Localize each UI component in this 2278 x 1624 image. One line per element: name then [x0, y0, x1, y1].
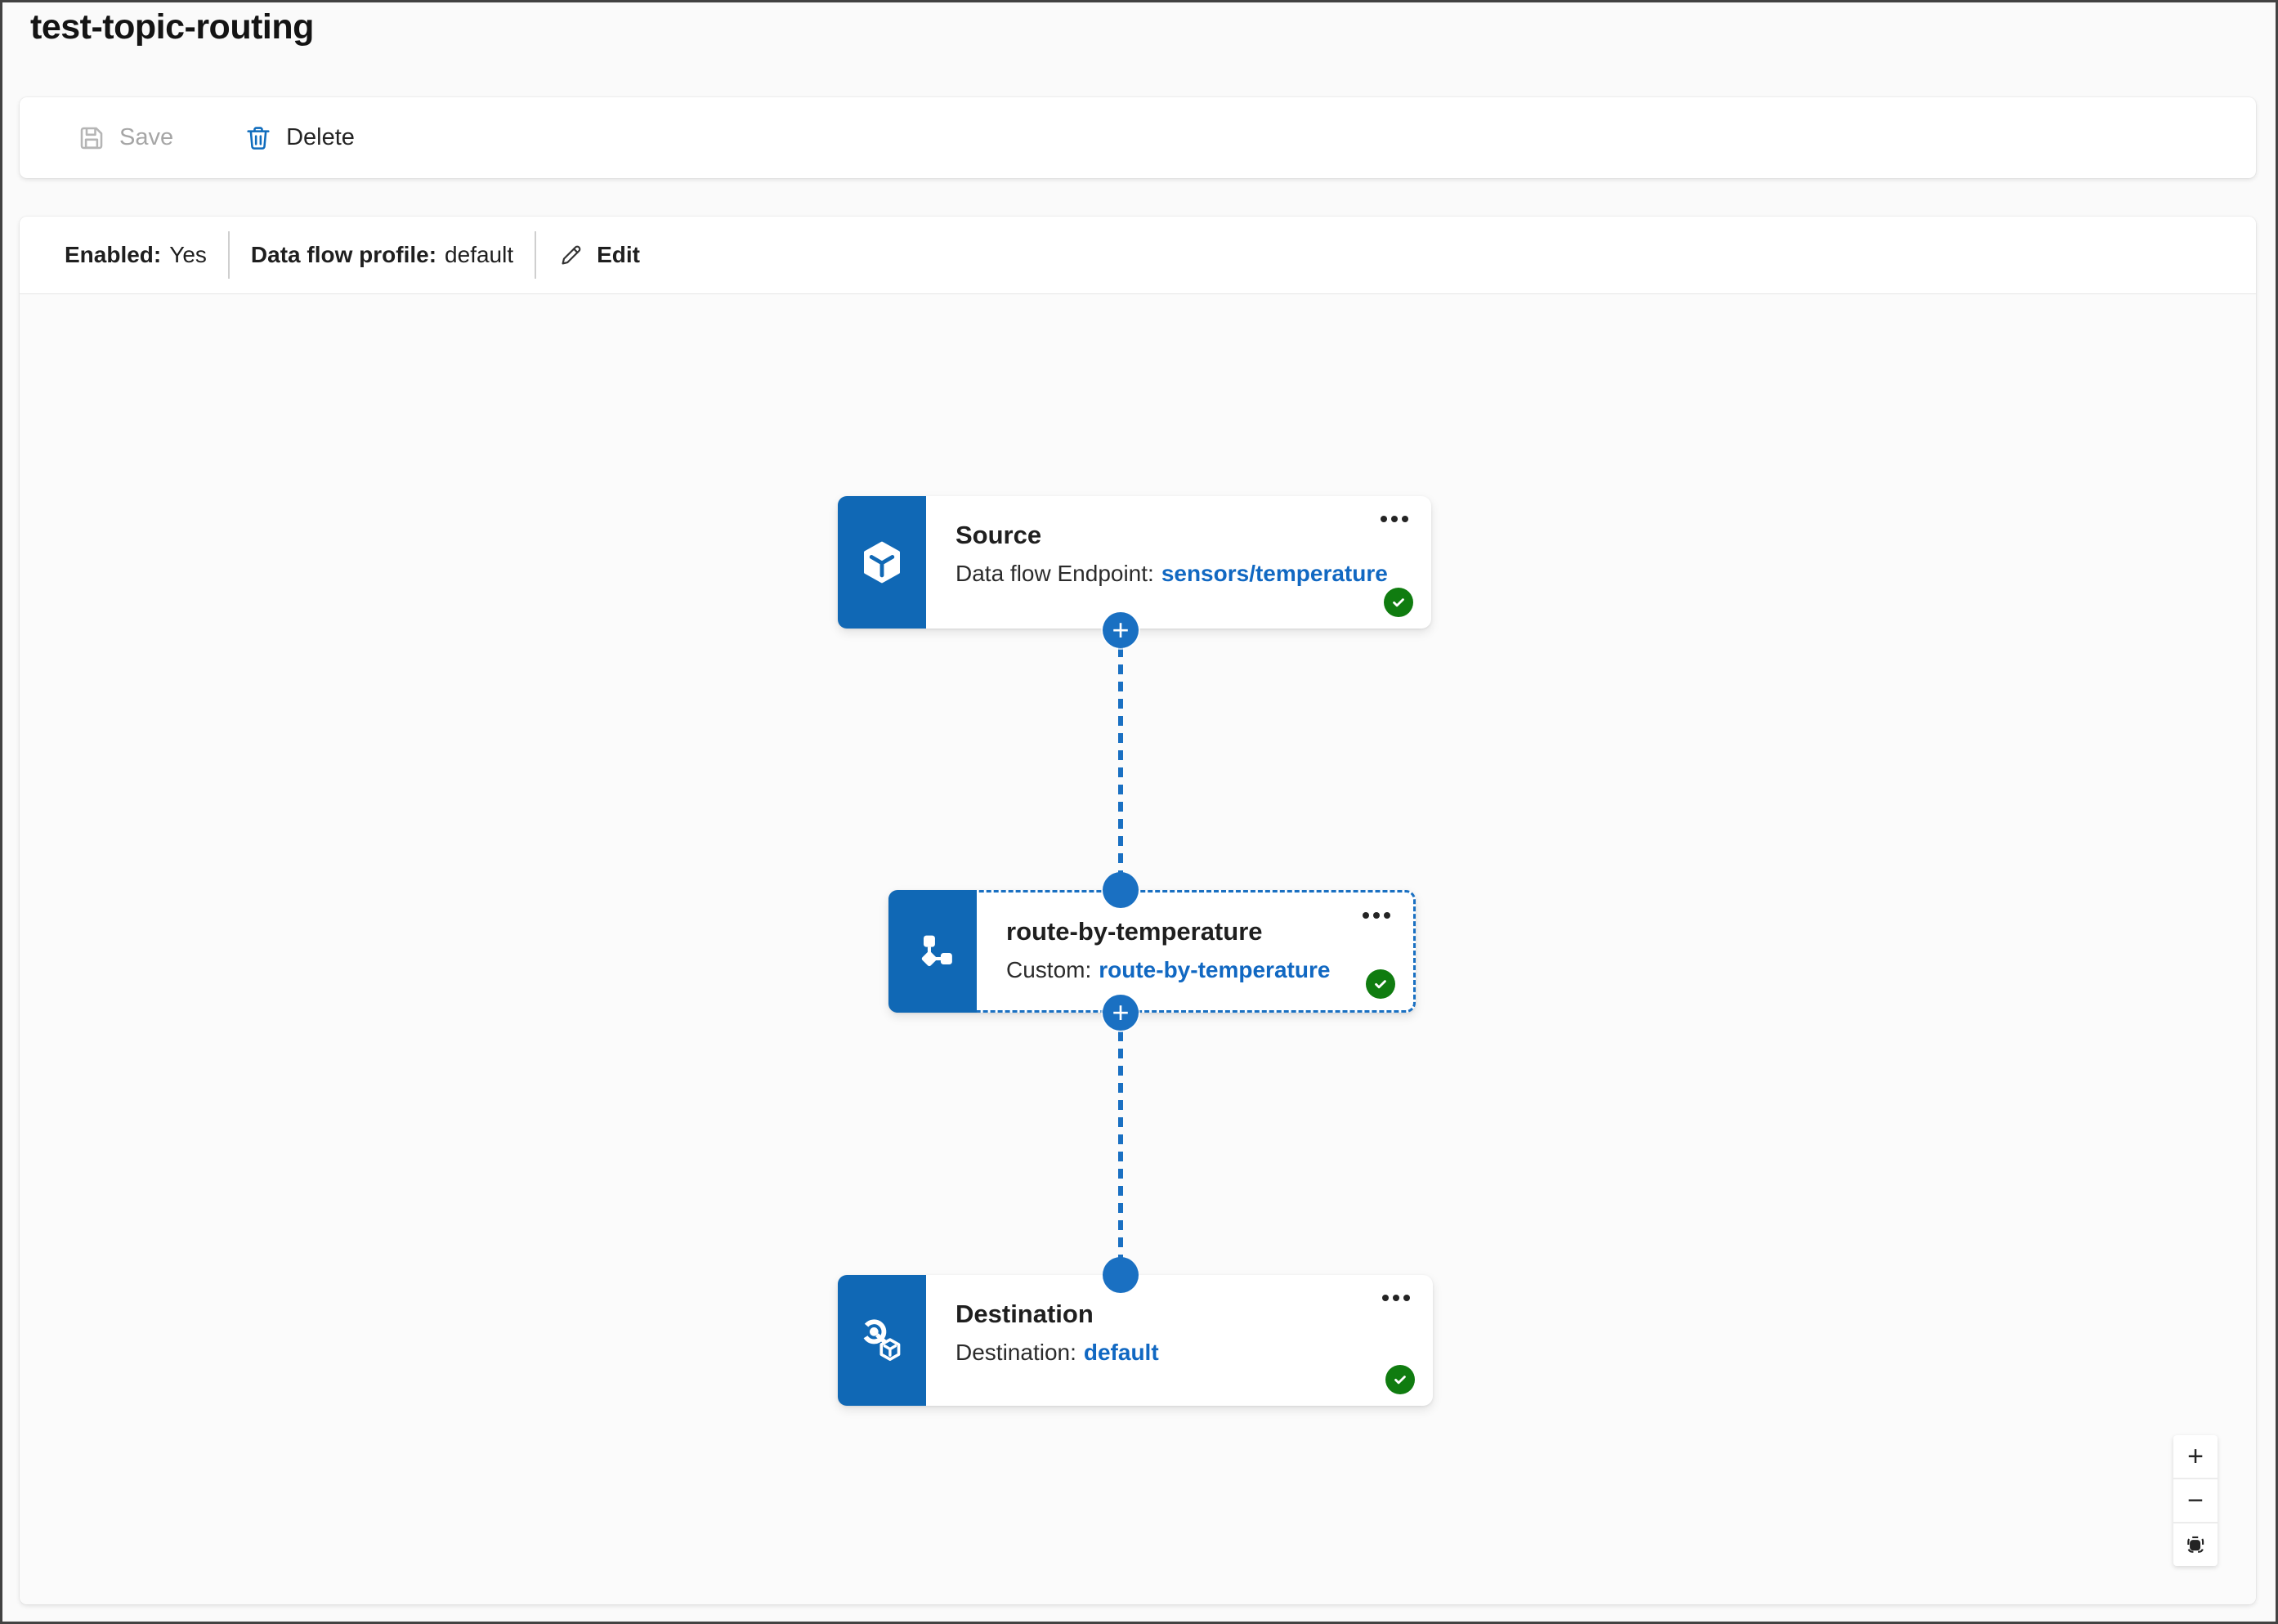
node-destination-subtitle-label: Destination: [956, 1340, 1076, 1365]
node-transform-title: route-by-temperature [1006, 917, 1263, 946]
target-cube-icon [862, 1319, 901, 1362]
node-destination-status-badge [1385, 1365, 1415, 1394]
node-source[interactable]: Source Data flow Endpoint: sensors/temper… [838, 496, 1431, 629]
zoom-out-button[interactable]: − [2173, 1479, 2218, 1522]
node-transform-body: route-by-temperature Custom: route-by-tem… [977, 893, 1413, 1010]
divider [227, 231, 230, 279]
profile-label: Data flow profile: [250, 242, 437, 267]
node-source-title: Source [956, 521, 1042, 549]
node-transform-status-badge [1366, 969, 1395, 999]
delete-button[interactable]: Delete [244, 123, 355, 153]
divider [535, 231, 537, 279]
edit-icon [562, 245, 581, 264]
more-icon [1381, 516, 1387, 522]
check-icon [1375, 980, 1386, 989]
node-source-status-badge [1384, 588, 1413, 617]
more-icon [1382, 1295, 1389, 1301]
node-destination-link[interactable]: default [1083, 1340, 1159, 1365]
page-title: test-topic-routing [30, 7, 314, 47]
check-icon [1394, 1376, 1406, 1385]
save-button[interactable]: Save [77, 123, 173, 153]
more-icon [1363, 912, 1369, 919]
cube-icon [864, 541, 900, 584]
add-stage-button[interactable]: + [1103, 612, 1139, 648]
flow-status-bar: Enabled: Yes Data flow profile: default … [20, 217, 2256, 294]
node-source-endpoint-link[interactable]: sensors/temperature [1161, 561, 1388, 586]
edit-button[interactable]: Edit [557, 242, 640, 269]
node-source-more-button[interactable] [1377, 512, 1412, 526]
node-transform[interactable]: route-by-temperature Custom: route-by-tem… [888, 890, 1416, 1013]
node-destination-more-button[interactable] [1379, 1291, 1413, 1304]
edit-button-label: Edit [597, 242, 641, 267]
node-transform-more-button[interactable] [1359, 909, 1394, 922]
add-stage-button[interactable]: + [1103, 995, 1139, 1031]
node-transform-accent [888, 890, 977, 1013]
fit-view-icon [2187, 1536, 2204, 1553]
fit-view-button[interactable] [2173, 1523, 2218, 1566]
node-source-body: Source Data flow Endpoint: sensors/temper… [926, 496, 1431, 629]
node-destination-subtitle: Destination: default [956, 1340, 1433, 1366]
enabled-status: Enabled: Yes [65, 242, 207, 268]
delete-icon [247, 126, 270, 150]
profile-value: default [445, 242, 514, 267]
node-transform-subtitle-label: Custom: [1006, 957, 1092, 982]
save-icon [80, 127, 103, 149]
node-destination-body: Destination Destination: default [926, 1275, 1433, 1406]
zoom-controls: + − [2173, 1435, 2218, 1566]
enabled-label: Enabled: [65, 242, 162, 267]
save-button-label: Save [119, 124, 174, 150]
node-source-accent [838, 496, 926, 629]
profile-status: Data flow profile: default [251, 242, 513, 268]
command-toolbar: Save Delete [20, 97, 2256, 178]
enabled-value: Yes [169, 242, 207, 267]
node-transform-subtitle: Custom: route-by-temperature [1006, 957, 1413, 983]
node-source-subtitle: Data flow Endpoint: sensors/temperature [956, 561, 1431, 587]
node-source-subtitle-label: Data flow Endpoint: [956, 561, 1154, 586]
flow-panel: Enabled: Yes Data flow profile: default … [20, 217, 2256, 1604]
delete-button-label: Delete [286, 124, 355, 150]
flow-canvas[interactable]: Source Data flow Endpoint: sensors/temper… [20, 295, 2256, 1604]
node-destination[interactable]: Destination Destination: default [838, 1275, 1433, 1406]
node-destination-accent [838, 1275, 926, 1406]
node-destination-title: Destination [956, 1300, 1094, 1328]
node-transform-custom-link[interactable]: route-by-temperature [1099, 957, 1331, 982]
route-icon [921, 935, 952, 967]
zoom-in-button[interactable]: + [2173, 1435, 2218, 1478]
check-icon [1393, 598, 1404, 607]
